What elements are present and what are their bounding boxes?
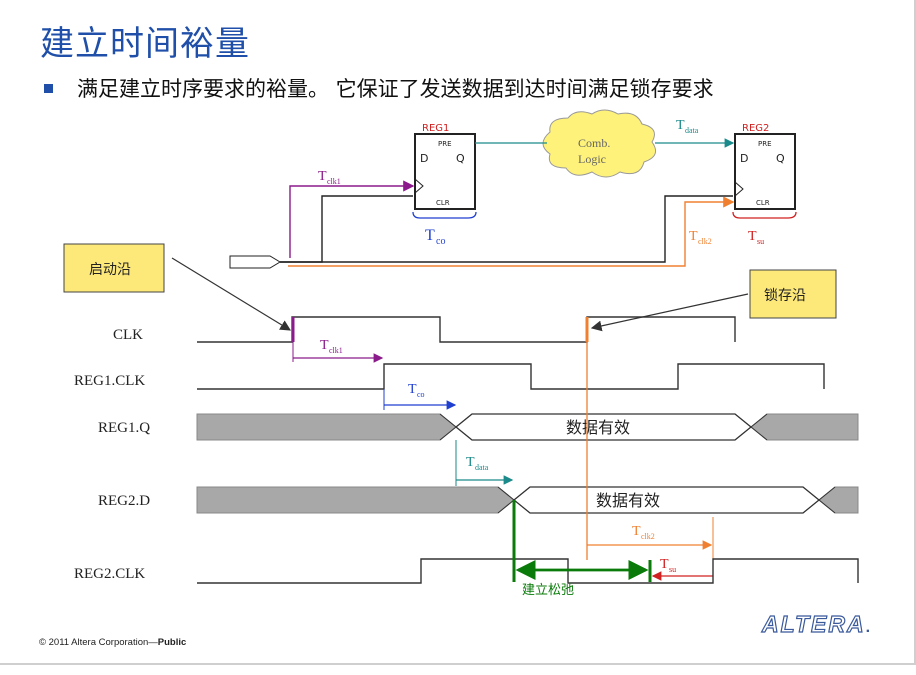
svg-text:T: T bbox=[408, 382, 417, 397]
bullet-point: 满足建立时序要求的裕量。 它保证了发送数据到达时间满足锁存要求 bbox=[44, 73, 714, 103]
reg2-d: D bbox=[740, 152, 748, 165]
launch-edge-callout: 启动沿 bbox=[63, 243, 292, 331]
tsu-label-top: T su bbox=[748, 229, 764, 246]
signal-label-reg1-q: REG1.Q bbox=[98, 420, 150, 436]
latch-edge-label: 锁存沿 bbox=[764, 288, 806, 304]
comb-line2: Logic bbox=[578, 152, 606, 166]
comb-line1: Comb. bbox=[578, 136, 610, 150]
svg-text:clk2: clk2 bbox=[641, 532, 655, 541]
svg-text:clk1: clk1 bbox=[329, 346, 343, 355]
waveform-reg2-d-valid bbox=[513, 486, 820, 514]
slide-title: 建立时间裕量 bbox=[40, 24, 250, 64]
signal-label-reg2-d: REG2.D bbox=[98, 493, 150, 509]
svg-text:su: su bbox=[757, 237, 764, 246]
tdata-label-top: T data bbox=[676, 118, 699, 135]
reg1-pre: PRE bbox=[438, 140, 452, 148]
reg1-q-data-valid: 数据有效 bbox=[566, 418, 630, 437]
svg-text:T: T bbox=[466, 455, 475, 470]
footer: © 2011 Altera Corporation—Public bbox=[39, 637, 186, 648]
waveform-reg1-q-invalid-left bbox=[196, 413, 457, 441]
svg-text:T: T bbox=[425, 227, 435, 244]
launch-edge-label: 启动沿 bbox=[89, 262, 131, 278]
bullet-text: 满足建立时序要求的裕量。 它保证了发送数据到达时间满足锁存要求 bbox=[77, 77, 714, 101]
svg-text:co: co bbox=[417, 390, 425, 399]
tclk2-label-top: T clk2 bbox=[689, 229, 712, 246]
svg-text:co: co bbox=[436, 236, 445, 247]
waveform-clk bbox=[197, 316, 736, 343]
latch-edge-callout: 锁存沿 bbox=[590, 269, 837, 332]
altera-logo: ALTERA. bbox=[761, 610, 873, 637]
comb-logic-cloud: Comb. Logic bbox=[542, 109, 657, 178]
waveform-reg1-clk bbox=[197, 363, 825, 390]
svg-text:T: T bbox=[676, 118, 685, 133]
footer-public: Public bbox=[157, 637, 187, 648]
reg2-d-data-valid: 数据有效 bbox=[596, 491, 660, 510]
reg1-q: Q bbox=[456, 152, 465, 165]
reg2-pre: PRE bbox=[758, 140, 772, 148]
setup-slack-label: 建立松弛 bbox=[522, 583, 574, 598]
tclk1-label-top: T clk1 bbox=[318, 169, 341, 186]
svg-text:T: T bbox=[632, 524, 641, 539]
waveform-reg2-d-invalid-right bbox=[818, 486, 859, 514]
bullet-square-icon bbox=[44, 83, 53, 93]
signal-label-reg2-clk: REG2.CLK bbox=[74, 566, 145, 582]
reg2-label: REG2 bbox=[742, 123, 769, 134]
waveform-reg1-q-invalid-right bbox=[750, 413, 859, 441]
svg-text:su: su bbox=[669, 565, 676, 574]
reg2-clr: CLR bbox=[756, 199, 770, 207]
svg-text:T: T bbox=[748, 229, 757, 244]
waveform-reg2-clk bbox=[197, 558, 859, 584]
tco-label-top: T co bbox=[425, 227, 445, 247]
svg-text:T: T bbox=[320, 338, 329, 353]
reg1-d: D bbox=[420, 152, 428, 165]
signal-label-reg1-clk: REG1.CLK bbox=[74, 373, 145, 389]
svg-text:data: data bbox=[475, 463, 489, 472]
svg-text:T: T bbox=[689, 229, 698, 244]
svg-text:T: T bbox=[318, 169, 327, 184]
tclk2-label-wave: T clk2 bbox=[632, 524, 655, 541]
svg-text:data: data bbox=[685, 126, 699, 135]
footer-copyright: © 2011 Altera Corporation— bbox=[39, 637, 158, 648]
tco-label-wave: T co bbox=[408, 382, 425, 399]
reg1-block: REG1 PRE D Q CLR bbox=[414, 123, 476, 210]
reg2-q: Q bbox=[776, 152, 785, 165]
signal-label-clk: CLK bbox=[113, 327, 143, 343]
svg-text:clk2: clk2 bbox=[698, 237, 712, 246]
tclk1-label-wave: T clk1 bbox=[320, 338, 343, 355]
reg1-label: REG1 bbox=[422, 123, 449, 134]
svg-text:clk1: clk1 bbox=[327, 177, 341, 186]
reg1-clr: CLR bbox=[436, 199, 450, 207]
tsu-label-wave: T su bbox=[660, 557, 676, 574]
svg-text:T: T bbox=[660, 557, 669, 572]
tdata-label-wave: T data bbox=[466, 455, 489, 472]
waveform-reg2-d-invalid-left bbox=[196, 486, 515, 514]
reg2-block: REG2 PRE D Q CLR bbox=[734, 123, 796, 210]
